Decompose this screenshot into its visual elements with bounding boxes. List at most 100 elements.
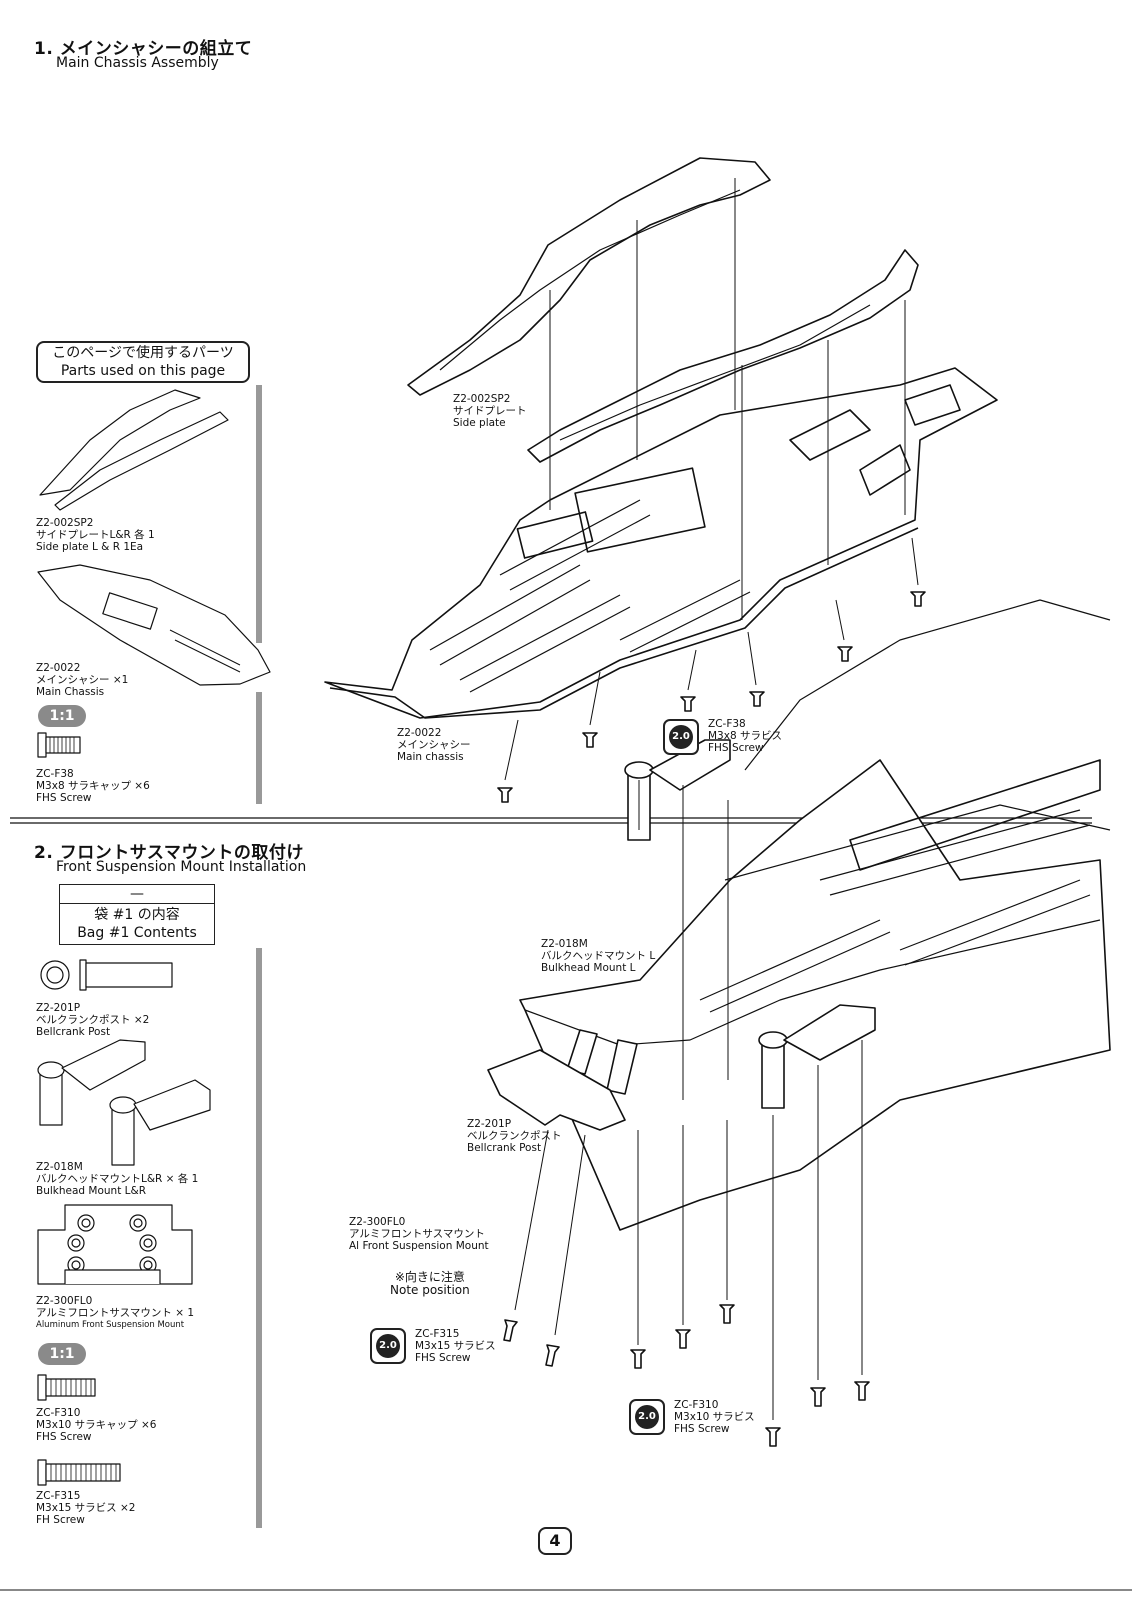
note-jp: ※向きに注意 xyxy=(394,1270,465,1284)
screw-icons-step2 xyxy=(503,1304,870,1447)
part-code: ZC-F310 xyxy=(36,1407,81,1419)
part-name-jp: M3x8 サラキャップ ×6 xyxy=(36,780,150,792)
bag-box-dash: — xyxy=(60,885,214,904)
callout-code: ZC-F310 xyxy=(674,1399,719,1411)
side-plate-thumb-drawing xyxy=(39,389,229,511)
step2-subtitle: Front Suspension Mount Installation xyxy=(56,859,307,875)
bellcrank-post-drawing xyxy=(566,1029,638,1095)
part-name-en: Bellcrank Post xyxy=(36,1026,111,1038)
bulkhead-thumb-drawing xyxy=(37,1039,211,1166)
part-code: Z2-0022 xyxy=(36,662,81,674)
screw-thumb-step1 xyxy=(37,732,81,758)
callout-code: ZC-F315 xyxy=(415,1328,460,1340)
bag-box-jp: 袋 #1 の内容 xyxy=(94,907,180,923)
screw15-thumb-drawing xyxy=(37,1459,121,1486)
post-part-label: Z2-201P ベルクランクポスト ×2 Bellcrank Post xyxy=(36,1002,149,1038)
part-name-jp: M3x15 サラビス ×2 xyxy=(36,1502,136,1514)
bulkhead-part-label: Z2-018M バルクヘッドマウントL&R × 各 1 Bulkhead Mou… xyxy=(36,1161,198,1197)
callout-en: Bellcrank Post xyxy=(467,1142,542,1154)
part-code: ZC-F38 xyxy=(36,768,74,780)
sus-mount-callout: Z2-300FL0 アルミフロントサスマウント Al Front Suspens… xyxy=(349,1216,489,1252)
side-plate-part-label: Z2-002SP2 サイドプレートL&R 各 1 Side plate L & … xyxy=(36,517,155,553)
screw10-part-label: ZC-F310 M3x10 サラキャップ ×6 FHS Screw xyxy=(36,1407,156,1443)
page-number: 4 xyxy=(538,1527,572,1555)
part-name-jp: サイドプレートL&R 各 1 xyxy=(36,529,155,541)
bulkhead-callout: Z2-018M バルクヘッドマウント L Bulkhead Mount L xyxy=(541,938,655,974)
part-name-en: Main Chassis xyxy=(36,686,105,698)
part-code: Z2-002SP2 xyxy=(36,517,94,529)
side-plate-callout: Z2-002SP2 サイドプレート Side plate xyxy=(453,393,527,429)
tool-size: 2.0 xyxy=(635,1405,659,1429)
bag-box-en: Bag #1 Contents xyxy=(77,925,197,941)
callout-en: Al Front Suspension Mount xyxy=(349,1240,489,1252)
hex-driver-icon: 2.0 xyxy=(663,719,699,755)
part-code: ZC-F315 xyxy=(36,1490,81,1502)
side-plate-right-drawing xyxy=(527,249,919,463)
parts-used-en: Parts used on this page xyxy=(60,363,226,379)
callout-en: Side plate xyxy=(453,417,506,429)
part-code: Z2-201P xyxy=(36,1002,81,1014)
chassis-part-label: Z2-0022 メインシャシー ×1 Main Chassis xyxy=(36,662,128,698)
callout-code: Z2-201P xyxy=(467,1118,512,1130)
post-thumb-drawing xyxy=(40,959,173,991)
step1-title: 1. メインシャシーの組立て xyxy=(34,39,253,59)
callout-en: FHS Screw xyxy=(674,1423,730,1435)
bellcrank-post-callout: Z2-201P ベルクランクポスト Bellcrank Post xyxy=(467,1118,562,1154)
part-code: Z2-300FL0 xyxy=(36,1295,93,1307)
callout-jp: バルクヘッドマウント L xyxy=(541,950,656,962)
screw10-callout: ZC-F310 M3x10 サラビス FHS Screw xyxy=(674,1399,755,1435)
part-name-en: FHS Screw xyxy=(36,792,92,804)
screw-callout: ZC-F38 M3x8 サラビス FHS Screw xyxy=(708,718,782,754)
sus-mount-thumb-drawing xyxy=(37,1204,193,1285)
callout-en: Bulkhead Mount L xyxy=(541,962,636,974)
callout-jp: M3x8 サラビス xyxy=(708,730,782,742)
part-name-en: FH Screw xyxy=(36,1514,85,1526)
screw10-thumb-drawing xyxy=(37,1374,96,1401)
parts-used-jp: このページで使用するパーツ xyxy=(52,345,234,361)
part-name-en: Bulkhead Mount L&R xyxy=(36,1185,146,1197)
scale-badge: 1:1 xyxy=(38,705,86,727)
parts-used-box: このページで使用するパーツ Parts used on this page xyxy=(36,341,250,383)
divider-bar xyxy=(256,385,262,643)
callout-jp: M3x10 サラビス xyxy=(674,1411,755,1423)
part-name-jp: アルミフロントサスマウント × 1 xyxy=(36,1307,195,1319)
main-chassis-drawing xyxy=(324,367,998,719)
callout-code: Z2-002SP2 xyxy=(453,393,511,405)
step2-title: 2. フロントサスマウントの取付け xyxy=(34,843,304,863)
callout-jp: メインシャシー xyxy=(397,739,471,751)
callout-code: Z2-300FL0 xyxy=(349,1216,406,1228)
part-name-jp: メインシャシー ×1 xyxy=(36,674,129,686)
part-name-en: FHS Screw xyxy=(36,1431,92,1443)
screw-icons-step1 xyxy=(497,591,926,803)
callout-en: FHS Screw xyxy=(415,1352,471,1364)
callout-code: Z2-0022 xyxy=(397,727,442,739)
callout-en: FHS Screw xyxy=(708,742,764,754)
scale-badge: 1:1 xyxy=(38,1343,86,1365)
chassis-thumb-drawing xyxy=(37,564,271,686)
hex-driver-icon: 2.0 xyxy=(370,1328,406,1364)
note-en: Note position xyxy=(390,1283,470,1297)
bulkhead-mount-drawing xyxy=(624,739,876,1109)
part-code: Z2-018M xyxy=(36,1161,83,1173)
part-name-en: Aluminum Front Suspension Mount xyxy=(36,1320,185,1330)
note-position: ※向きに注意 Note position xyxy=(390,1271,470,1297)
callout-en: Main chassis xyxy=(397,751,464,763)
callout-jp: ベルクランクポスト xyxy=(467,1130,562,1142)
part-name-en: Side plate L & R 1Ea xyxy=(36,541,144,553)
part-name-jp: ベルクランクポスト ×2 xyxy=(36,1014,150,1026)
screw15-part-label: ZC-F315 M3x15 サラビス ×2 FH Screw xyxy=(36,1490,135,1526)
divider-bar xyxy=(256,692,262,804)
callout-jp: アルミフロントサスマウント xyxy=(349,1228,485,1240)
tool-size: 2.0 xyxy=(669,725,693,749)
sus-mount-part-label: Z2-300FL0 アルミフロントサスマウント × 1 Aluminum Fro… xyxy=(36,1295,194,1331)
callout-jp: M3x15 サラビス xyxy=(415,1340,496,1352)
callout-code: Z2-018M xyxy=(541,938,588,950)
hex-driver-icon: 2.0 xyxy=(629,1399,665,1435)
screw-part-label: ZC-F38 M3x8 サラキャップ ×6 FHS Screw xyxy=(36,768,150,804)
divider-bar xyxy=(256,948,262,1528)
sus-mount-drawing xyxy=(487,1049,626,1131)
part-name-jp: バルクヘッドマウントL&R × 各 1 xyxy=(36,1173,199,1185)
side-plate-left-drawing xyxy=(407,157,771,396)
callout-jp: サイドプレート xyxy=(453,405,527,417)
